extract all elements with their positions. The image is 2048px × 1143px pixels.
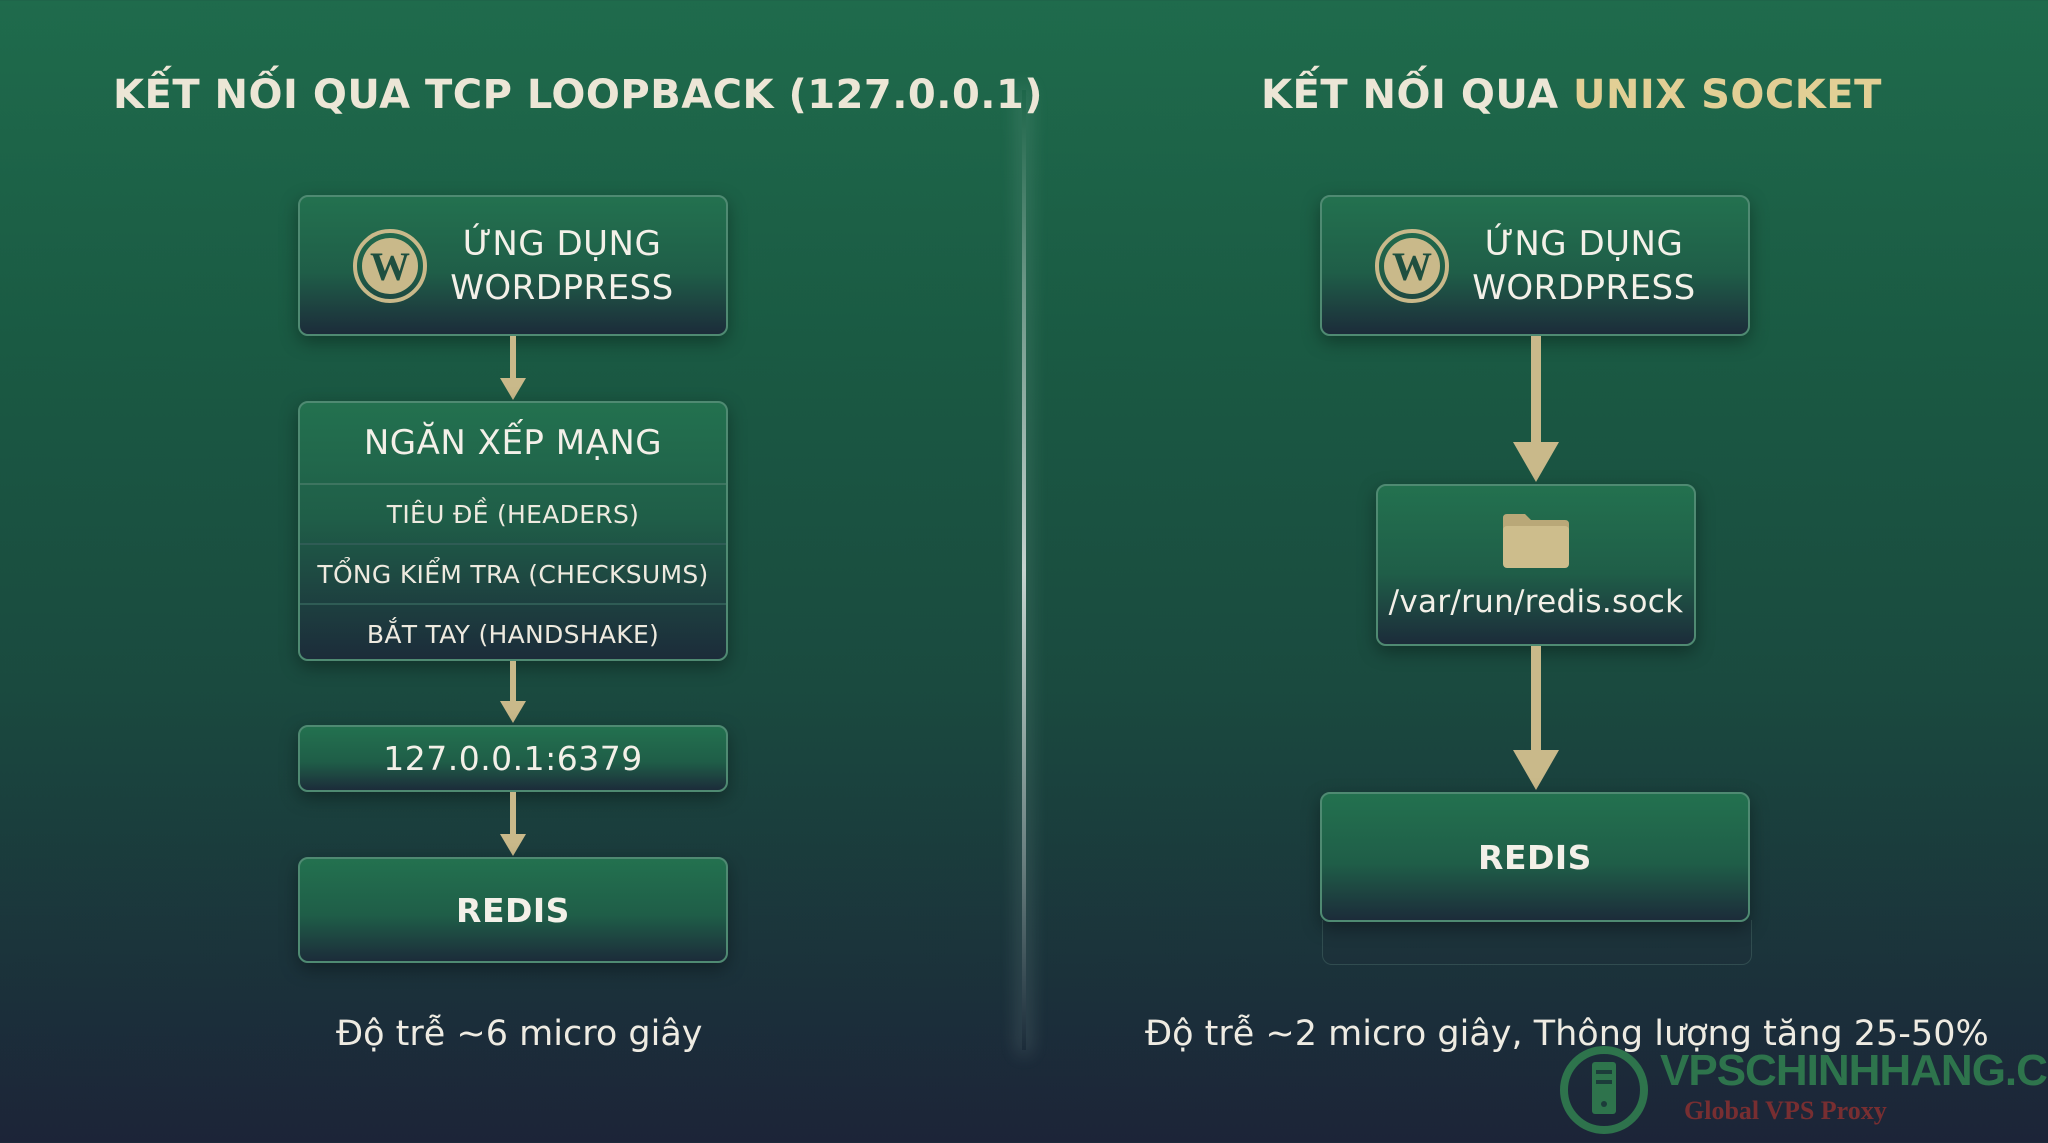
folder-icon [1503, 514, 1569, 568]
right-latency-caption: Độ trễ ~2 micro giây, Thông lượng tăng 2… [1145, 1014, 1989, 1054]
stack-row-checksums: TỔNG KIỂM TRA (CHECKSUMS) [300, 543, 726, 603]
right-redis-label: REDIS [1478, 837, 1592, 877]
redis-box-shadow-panel [1322, 920, 1752, 965]
right-title-prefix: KẾT NỐI QUA [1261, 72, 1573, 118]
stack-row-handshake: BẮT TAY (HANDSHAKE) [300, 603, 726, 659]
server-globe-icon [1560, 1046, 1648, 1134]
right-redis-box: REDIS [1320, 792, 1750, 922]
center-divider [1022, 90, 1026, 1050]
left-wordpress-app-box: W ỨNG DỤNG WORDPRESS [298, 195, 728, 336]
left-app-line1: ỨNG DỤNG [462, 223, 662, 264]
left-title: KẾT NỐI QUA TCP LOOPBACK (127.0.0.1) [113, 72, 1043, 118]
arrow-down-icon [1513, 646, 1559, 790]
left-redis-box: REDIS [298, 857, 728, 963]
watermark-main-text: VPSCHINHHANG.COM [1660, 1046, 2048, 1095]
right-app-line2: WORDPRESS [1472, 267, 1696, 308]
watermark: VPSCHINHHANG.COM Global VPS Proxy [1556, 1040, 2048, 1140]
svg-text:W: W [1392, 244, 1432, 289]
right-app-label: ỨNG DỤNG WORDPRESS [1472, 222, 1695, 310]
arrow-down-icon [500, 661, 526, 723]
wordpress-logo-icon: W [353, 228, 428, 303]
right-app-line1: ỨNG DỤNG [1484, 223, 1684, 264]
left-title-text: KẾT NỐI QUA TCP LOOPBACK (127.0.0.1) [113, 72, 1044, 118]
network-stack-box: NGĂN XẾP MẠNG TIÊU ĐỀ (HEADERS) TỔNG KIỂ… [298, 401, 728, 661]
left-app-label: ỨNG DỤNG WORDPRESS [450, 222, 673, 310]
network-stack-header: NGĂN XẾP MẠNG [300, 403, 726, 485]
arrow-down-icon [500, 336, 526, 400]
right-wordpress-app-box: W ỨNG DỤNG WORDPRESS [1320, 195, 1750, 336]
loopback-address-box: 127.0.0.1:6379 [298, 725, 728, 792]
svg-text:W: W [370, 244, 410, 289]
unix-socket-box: /var/run/redis.sock [1376, 484, 1696, 646]
wordpress-logo-icon: W [1375, 228, 1450, 303]
left-redis-label: REDIS [456, 890, 570, 930]
right-title-highlight: UNIX SOCKET [1572, 72, 1882, 118]
arrow-down-icon [500, 792, 526, 856]
left-app-line2: WORDPRESS [450, 267, 674, 308]
arrow-down-icon [1513, 336, 1559, 482]
watermark-sub-text: Global VPS Proxy [1684, 1096, 1887, 1125]
unix-socket-path: /var/run/redis.sock [1388, 584, 1684, 620]
stack-row-headers: TIÊU ĐỀ (HEADERS) [386, 499, 640, 529]
right-title: KẾT NỐI QUA UNIX SOCKET [1261, 72, 1882, 118]
loopback-address-label: 127.0.0.1:6379 [383, 739, 643, 778]
left-latency-caption: Độ trễ ~6 micro giây [336, 1014, 703, 1054]
